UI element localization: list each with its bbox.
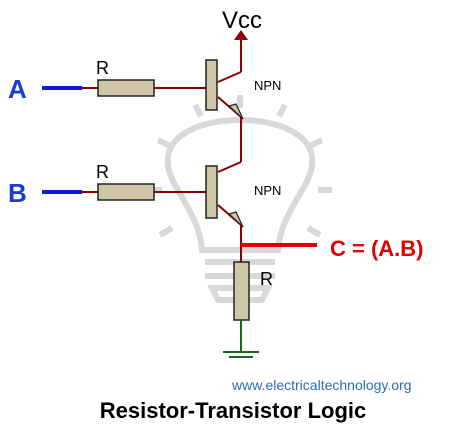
input-b-label: B	[8, 178, 27, 208]
resistor-a-label: R	[96, 58, 109, 78]
transistor-q1-label: NPN	[254, 78, 281, 93]
transistor-q2-label: NPN	[254, 183, 281, 198]
transistor-q2-base	[205, 165, 218, 219]
input-a-label: A	[8, 74, 27, 104]
resistor-a	[97, 79, 155, 97]
resistor-b	[97, 183, 155, 201]
vcc-arrow-icon	[234, 30, 248, 40]
transistor-q1-base	[205, 59, 218, 111]
q2-emitter-arrow-icon	[227, 211, 244, 228]
output-label: C = (A.B)	[330, 236, 424, 261]
resistor-b-label: R	[96, 162, 109, 182]
q1-emitter-arrow-icon	[227, 103, 244, 120]
website-label: www.electricaltechnology.org	[231, 377, 412, 393]
vcc-label: Vcc	[222, 7, 262, 34]
bulb-watermark-icon	[148, 95, 332, 303]
q1-collector-lead	[217, 71, 242, 83]
ground-icon	[223, 351, 259, 358]
q2-collector-lead	[217, 161, 242, 173]
load-resistor	[233, 261, 250, 321]
diagram-title: Resistor-Transistor Logic	[100, 398, 367, 423]
load-resistor-label: R	[260, 269, 273, 289]
